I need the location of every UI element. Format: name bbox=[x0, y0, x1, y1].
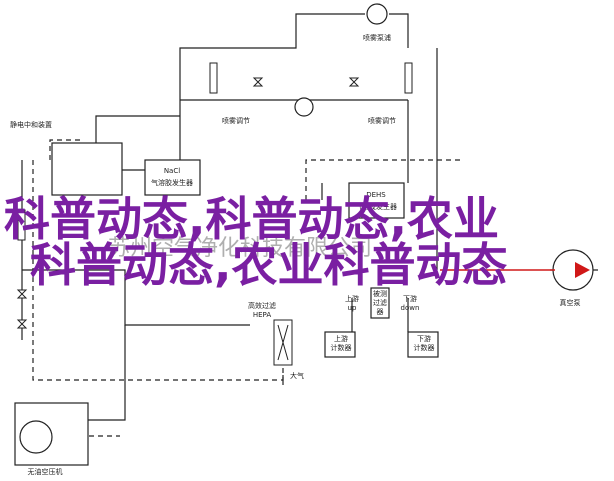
label-up-in: 上游 up bbox=[345, 295, 359, 312]
valve-1 bbox=[252, 77, 264, 87]
overlay-line-1: 科普动态,科普动态,农业 bbox=[4, 192, 499, 246]
line-bottom-main bbox=[88, 325, 126, 421]
label-dehs: DEHS bbox=[366, 191, 386, 199]
label-up-counter: 上游 计数器 bbox=[330, 335, 352, 352]
line-left-box bbox=[22, 269, 250, 326]
label-pump-top: 喷雾泵浦 bbox=[363, 34, 391, 42]
label-free-pump: 无油空压机 bbox=[27, 468, 63, 476]
dehs-box bbox=[348, 182, 405, 219]
line-esc-in bbox=[95, 115, 180, 143]
top-pump-circle bbox=[366, 3, 388, 25]
label-esc-box-title: 静电中和装置 bbox=[10, 121, 52, 129]
label-hepa: HEPA bbox=[252, 311, 272, 319]
filter-box bbox=[370, 287, 390, 319]
label-nacl-sub: 气溶胶发生器 bbox=[151, 179, 193, 187]
down-counter-box bbox=[407, 331, 439, 358]
flowmeter-esc bbox=[17, 209, 26, 241]
red-arrow bbox=[575, 262, 590, 278]
line-top-main bbox=[179, 13, 365, 183]
label-flow-right: 喷雾调节 bbox=[368, 117, 396, 125]
valve-4 bbox=[16, 319, 28, 329]
label-atm: 大气 bbox=[290, 372, 304, 380]
dashed-right bbox=[305, 159, 460, 200]
label-down-counter: 下游 计数器 bbox=[413, 335, 435, 352]
label-flow-left: 喷雾调节 bbox=[222, 117, 250, 125]
overlay-line-2: 科普动态,农业科普动态 bbox=[30, 238, 508, 292]
up-counter-box bbox=[324, 331, 356, 358]
label-hepa-title: 高效过滤 bbox=[248, 302, 276, 310]
free-pump-circle bbox=[19, 420, 53, 454]
label-nacl: NaCl bbox=[163, 167, 181, 175]
label-dehs-sub: 气溶胶发生器 bbox=[355, 203, 397, 211]
flow-circle bbox=[294, 97, 314, 117]
valve-3 bbox=[16, 289, 28, 299]
label-down-in: 下游 down bbox=[400, 295, 420, 312]
valve-2 bbox=[348, 77, 360, 87]
flowmeter-right bbox=[404, 62, 413, 94]
line-top-right bbox=[389, 13, 409, 48]
flowmeter-left bbox=[209, 62, 218, 94]
label-filter: 被测 过滤 器 bbox=[373, 290, 387, 316]
nacl-box bbox=[144, 159, 201, 196]
label-vac: 真空泵 bbox=[559, 299, 581, 307]
esc-box bbox=[51, 142, 123, 196]
overlay-faint-text: 苏州空气净化科技有限公司 bbox=[108, 236, 373, 261]
dashed-esc bbox=[49, 139, 80, 160]
